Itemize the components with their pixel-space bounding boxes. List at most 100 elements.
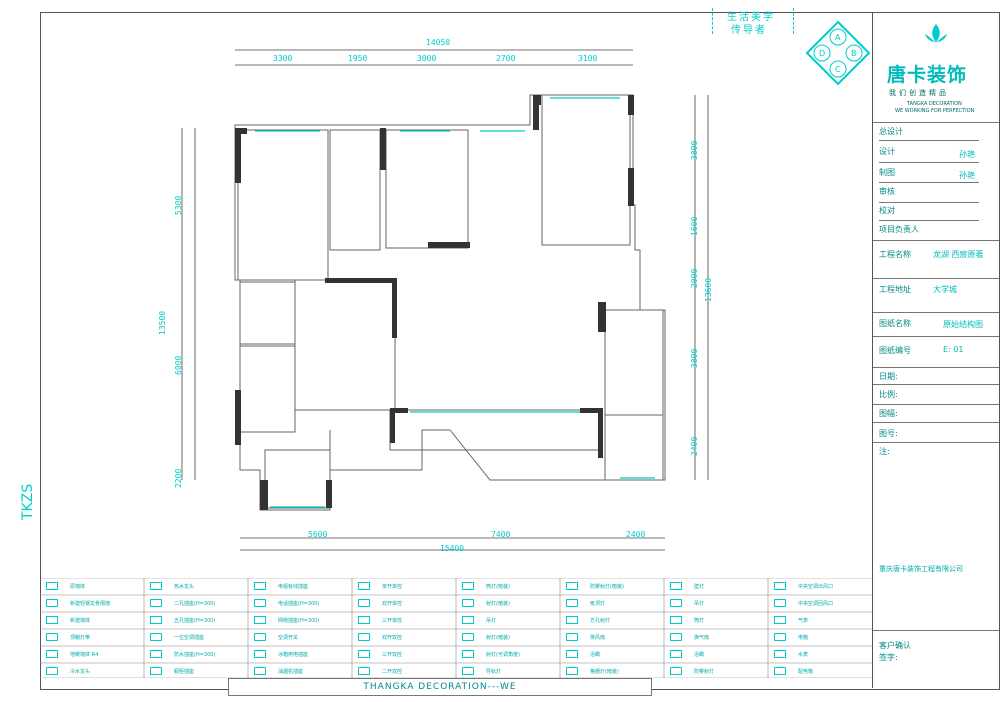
dim-right-total: 13600 (704, 277, 713, 302)
legend-symbol-icon (46, 599, 58, 607)
legend-symbol-icon (254, 650, 266, 658)
left-margin-label: TKZS (20, 483, 36, 520)
legend-symbol-icon (462, 633, 474, 641)
legend-item-label: 新建墙体 (70, 618, 91, 624)
legend-symbol-icon (150, 599, 162, 607)
legend-item-label: 中央空调出风口 (798, 584, 834, 590)
legend-symbol-icon (462, 650, 474, 658)
legend-item-label: 排风扇 (590, 635, 606, 641)
drawing-name: 原始结构图 (943, 320, 983, 329)
checker-label: 校对 (879, 206, 895, 215)
legend-symbol-icon (774, 616, 786, 624)
legend-item-label: 射灯(暗装) (486, 635, 510, 641)
legend-item-label: 筒灯 (694, 618, 705, 624)
dim-top-total: 14050 (426, 38, 451, 47)
legend-symbol-icon (150, 633, 162, 641)
logo-letter-b: B (851, 49, 857, 58)
legend-symbol-icon (358, 582, 370, 590)
project-name-label: 工程名称 (879, 250, 911, 259)
dim-left-seg-1: 5300 (174, 195, 183, 215)
legend-item-label: 一位空调插座 (174, 635, 205, 641)
drawing-no-label: 图纸编号 (879, 346, 911, 355)
legend-item-label: 原墙体 (70, 584, 86, 590)
legend-item-label: 空调开关 (278, 635, 299, 641)
dim-left-seg-2: 6000 (174, 355, 183, 375)
legend-item-label: 射灯(可调角度) (486, 652, 520, 658)
legend-item-label: 三开双控 (382, 652, 403, 658)
dim-right-seg-2: 1600 (690, 216, 699, 236)
legend-symbol-icon (670, 633, 682, 641)
title-block: A B C D 唐卡装饰 我们创造精品 TANGKA DECORATION WE… (805, 12, 999, 688)
floor-plan (181, 49, 709, 551)
legend-symbol-icon (46, 633, 58, 641)
legend-symbol-icon (46, 667, 58, 675)
company-label: 重庆唐卡装饰工程有限公司 (879, 565, 963, 573)
legend-item-label: 双开双控 (382, 635, 403, 641)
legend-item-label: 吊灯 (694, 601, 705, 607)
legend-item-label: 冰箱用电插座 (278, 652, 309, 658)
dim-top-seg-3: 3000 (417, 54, 437, 63)
dim-top-seg-2: 1950 (348, 54, 368, 63)
legend-item-label: 二孔插座(H=300) (174, 601, 216, 607)
note-label: 注: (879, 447, 890, 456)
legend-symbol-icon (566, 582, 578, 590)
dim-top-seg-5: 3100 (578, 54, 598, 63)
legend-item-label: 新建轻钢龙骨隔墙 (70, 601, 111, 607)
legend-item-label: 电视有线插座 (278, 584, 309, 590)
legend-item-label: 导轨灯 (486, 669, 502, 675)
legend-symbol-icon (254, 633, 266, 641)
logo-letter-c: C (835, 65, 841, 74)
drawing-size-label: 图幅: (879, 409, 898, 418)
slogan-box: 生活美学 传导者 (712, 8, 794, 36)
legend-symbol-icon (774, 633, 786, 641)
legend-item-label: 方孔射灯 (590, 618, 611, 624)
legend-symbol-icon (150, 650, 162, 658)
logo-letter-a: A (835, 33, 841, 42)
dim-bottom-seg-3: 2400 (626, 530, 646, 539)
legend-symbol-icon (566, 616, 578, 624)
dim-right-seg-1: 3800 (690, 140, 699, 160)
dim-right-seg-5: 2400 (690, 436, 699, 456)
legend-item-label: 电箱 (798, 635, 809, 641)
legend-symbol-icon (254, 599, 266, 607)
legend-item-label: 单开单控 (382, 584, 403, 590)
project-name: 龙湖 西宸原著 (933, 250, 984, 259)
client-confirm-label: 客户确认 (879, 641, 911, 650)
reviewer-label: 审核 (879, 187, 895, 196)
legend-symbol-icon (566, 650, 578, 658)
legend-symbol-icon (462, 616, 474, 624)
date-label: 日期: (879, 372, 898, 381)
legend-item-label: 浴霸 (590, 652, 601, 658)
legend-item-label: 筒灯(暗装) (486, 584, 510, 590)
chief-designer-label: 总设计 (879, 127, 903, 136)
dim-top-seg-4: 2700 (496, 54, 516, 63)
legend-symbol-icon (670, 582, 682, 590)
legend-symbol-icon (46, 616, 58, 624)
legend-symbol-icon (774, 650, 786, 658)
drafter-signature: 孙艳 (959, 171, 975, 180)
legend-symbol-icon (358, 616, 370, 624)
legend-item-label: 中央空调回风口 (798, 601, 834, 607)
project-lead-label: 项目负责人 (879, 225, 919, 234)
legend-item-label: 五孔插座(H=300) (174, 618, 216, 624)
legend-symbol-icon (150, 667, 162, 675)
legend-item-label: 网络插座(H=300) (278, 618, 320, 624)
slogan-line2: 传导者 (731, 25, 767, 36)
legend-item-label: 防水插座(H=300) (174, 652, 216, 658)
legend-item-label: 浴霸 (694, 652, 705, 658)
dim-top-seg-1: 3300 (273, 54, 293, 63)
footer-label: THANGKA DECORATION---WE (228, 678, 652, 696)
designer-signature: 孙艳 (959, 150, 975, 159)
brand-name: 唐卡装饰 (887, 64, 968, 86)
legend-symbol-icon (670, 667, 682, 675)
legend-symbol-icon (566, 667, 578, 675)
legend-symbol-icon (358, 667, 370, 675)
drawing-no: E: 01 (943, 345, 964, 354)
scale-label: 比例: (879, 390, 898, 399)
logo-letter-d: D (819, 49, 825, 58)
legend-symbol-icon (358, 633, 370, 641)
legend-item-label: 配电箱 (798, 669, 814, 675)
legend-item-label: 防雾射灯 (694, 669, 715, 675)
legend-item-label: 电话插座(H=300) (278, 601, 320, 607)
legend-symbol-icon (670, 616, 682, 624)
